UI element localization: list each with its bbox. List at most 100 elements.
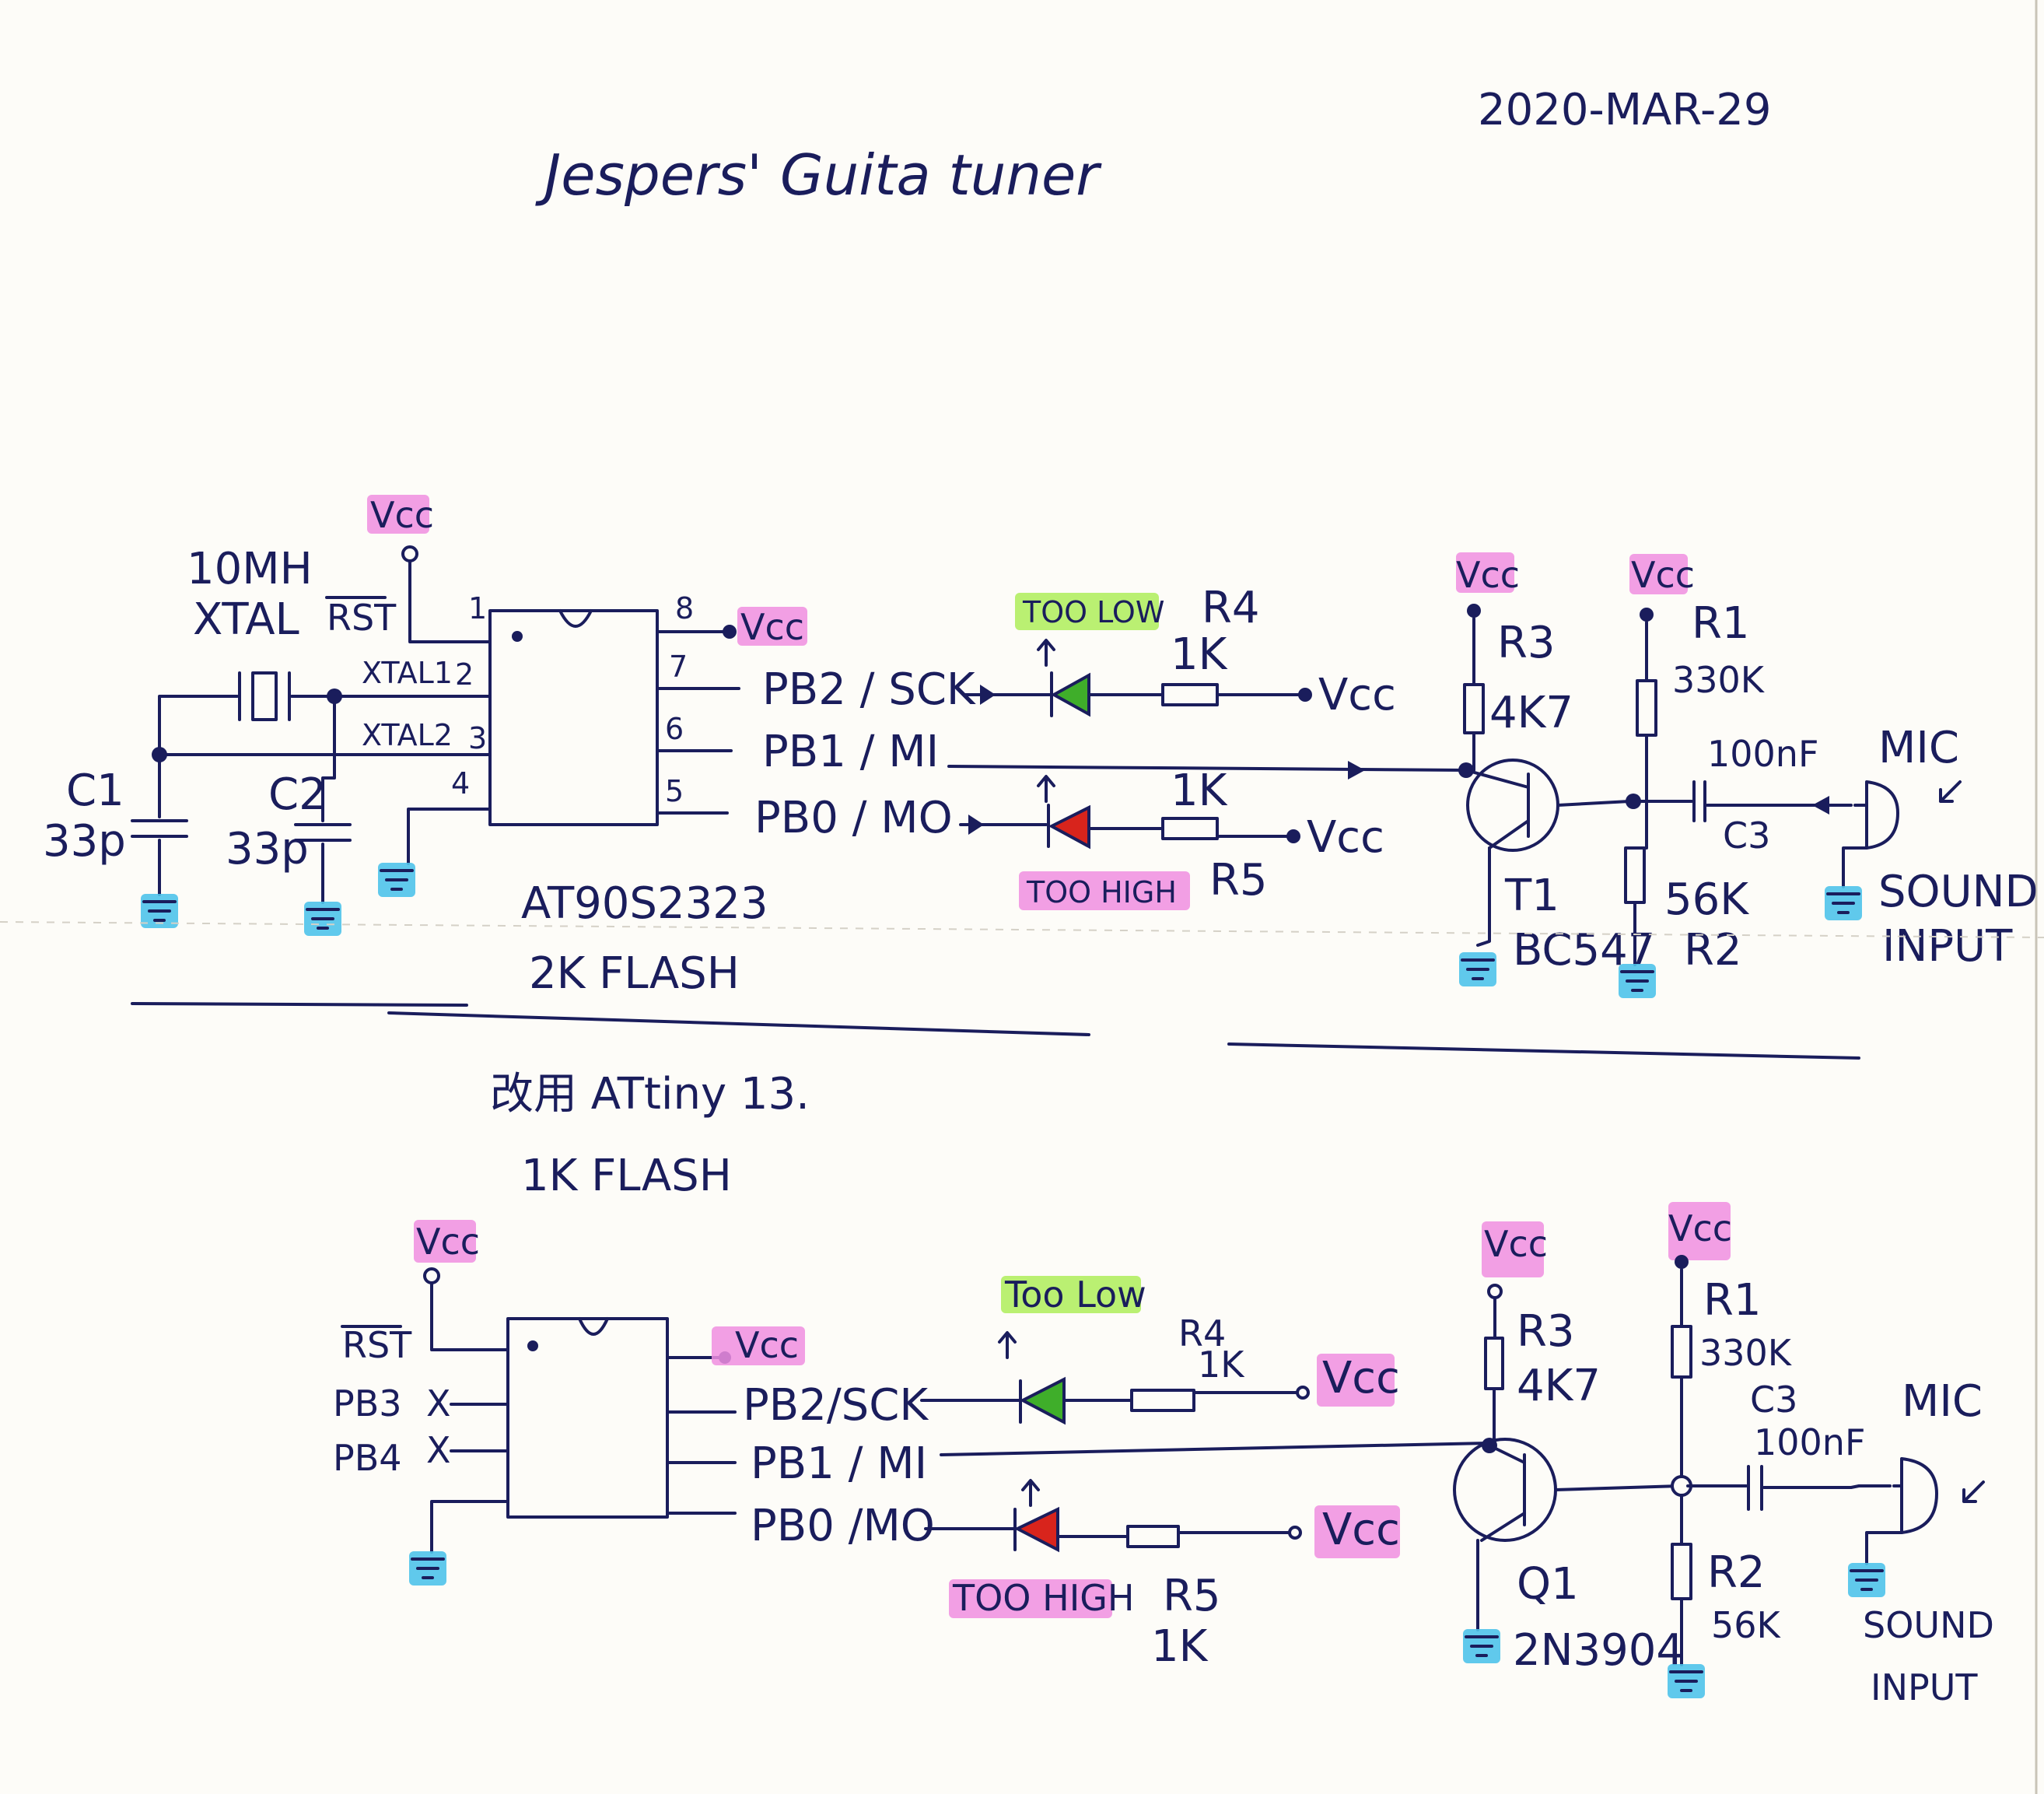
chip-flash: 2K FLASH — [529, 948, 740, 999]
pb2-vcc-label: Vcc — [1318, 670, 1396, 720]
mic-symbol — [1853, 780, 1899, 850]
r3-label-2: R3 — [1517, 1306, 1575, 1357]
pb3-label: PB3 — [333, 1382, 402, 1424]
too-low-label-2: Too Low — [1004, 1274, 1146, 1316]
c3-label: C3 — [1723, 815, 1770, 857]
sound-label: SOUND — [1878, 867, 2039, 917]
r1-vcc-label-2: Vcc — [1668, 1207, 1732, 1249]
r2-resistor — [1624, 846, 1646, 904]
led-too-high-2 — [1013, 1506, 1059, 1553]
r2-resistor-2 — [1671, 1543, 1692, 1600]
pin-7: 7 — [669, 650, 688, 684]
too-high-label: TOO HIGH — [1026, 875, 1177, 909]
pb0-label: PB0 / MO — [754, 793, 953, 843]
r3-value: 4K7 — [1489, 688, 1573, 738]
r4-resistor-2 — [1130, 1389, 1195, 1412]
too-high-label-2: TOO HIGH — [952, 1577, 1135, 1619]
date-label: 2020-MAR-29 — [1478, 85, 1771, 135]
mic-symbol-2 — [1892, 1457, 1938, 1534]
input-label-2: INPUT — [1871, 1666, 1978, 1708]
sound-label-2: SOUND — [1863, 1604, 1994, 1646]
input-label: INPUT — [1882, 921, 2013, 972]
r4-label: R4 — [1202, 583, 1260, 633]
r5-label-2: R5 — [1163, 1571, 1221, 1621]
q1-part: 2N3904 — [1513, 1625, 1684, 1676]
t1-label: T1 — [1504, 871, 1559, 921]
r2-label-2: R2 — [1707, 1547, 1766, 1598]
mic-label: MIC — [1878, 723, 1959, 773]
divider-label: 改用 ATtiny 13. — [490, 1069, 810, 1119]
rst-vcc-label-2: Vcc — [416, 1221, 480, 1263]
r1-label: R1 — [1692, 598, 1750, 649]
r1-vcc-label: Vcc — [1631, 554, 1695, 596]
led-too-low — [1050, 672, 1090, 717]
circuit-at90s2323: AT90S2323 2K FLASH 1 2 3 4 5 6 7 8 Vcc R… — [43, 494, 2039, 1000]
r2-value-2: 56K — [1711, 1604, 1782, 1646]
pb0-label-2: PB0 /MO — [751, 1501, 935, 1551]
c3-value-2: 100nF — [1754, 1421, 1865, 1463]
pin-5: 5 — [665, 774, 684, 808]
r4-resistor — [1161, 683, 1219, 706]
pin-1: 1 — [468, 591, 487, 625]
c1-label: C1 — [66, 766, 124, 816]
c2-label: C2 — [268, 769, 327, 820]
pin-6: 6 — [665, 712, 684, 746]
pb0-vcc-label: Vcc — [1307, 812, 1384, 863]
r5-value: 1K — [1171, 766, 1228, 816]
r1-value: 330K — [1672, 659, 1766, 701]
r5-resistor — [1161, 817, 1219, 840]
circuit-attiny13: Vcc RST PB3 X PB4 X Vcc PB2/SCK Too Low — [333, 1202, 1994, 1708]
chip-attiny13 — [506, 1317, 669, 1519]
q1-label: Q1 — [1517, 1559, 1579, 1610]
r2-label: R2 — [1684, 925, 1742, 976]
pb1-label: PB1 / MI — [762, 727, 939, 777]
pb2-label: PB2 / SCK — [762, 664, 976, 715]
r3-vcc-label-2: Vcc — [1484, 1223, 1548, 1265]
r2-value: 56K — [1664, 874, 1749, 925]
r4-value: 1K — [1171, 629, 1228, 680]
r1-resistor — [1636, 679, 1657, 737]
r4-label-2: R4 — [1178, 1312, 1226, 1354]
r5-label: R5 — [1209, 855, 1268, 906]
pb2-label-2: PB2/SCK — [743, 1380, 929, 1431]
led-too-low-2 — [1019, 1376, 1066, 1425]
xtal2-label: XTAL2 — [362, 718, 453, 752]
r3-value-2: 4K7 — [1517, 1361, 1601, 1411]
r3-resistor-2 — [1484, 1337, 1504, 1390]
chip-at90s2323 — [488, 609, 659, 826]
r1-value-2: 330K — [1699, 1332, 1793, 1374]
rst-label: RST — [327, 597, 397, 639]
r1-label-2: R1 — [1703, 1275, 1762, 1326]
r1-resistor-2 — [1671, 1325, 1692, 1379]
pin-8: 8 — [675, 591, 694, 625]
r3-label: R3 — [1497, 618, 1556, 668]
pb4-label: PB4 — [333, 1437, 402, 1479]
r5-value-2: 1K — [1151, 1621, 1209, 1672]
divider-flash: 1K FLASH — [521, 1151, 732, 1201]
pin-3: 3 — [468, 721, 487, 755]
rst-label-2: RST — [342, 1324, 412, 1366]
c2-value: 33p — [226, 824, 309, 874]
pb4-nc: X — [426, 1429, 451, 1471]
r5-resistor-2 — [1126, 1525, 1180, 1548]
r4-value-2: 1K — [1198, 1344, 1245, 1386]
c3-label-2: C3 — [1750, 1379, 1797, 1421]
pin8-vcc-label-2: Vcc — [735, 1324, 799, 1366]
pin-4: 4 — [451, 766, 470, 801]
mic-label-2: MIC — [1902, 1376, 1983, 1427]
pb2-vcc-label-2: Vcc — [1322, 1353, 1400, 1403]
r3-vcc-label: Vcc — [1456, 554, 1520, 596]
r3-resistor — [1463, 683, 1485, 734]
pb0-vcc-label-2: Vcc — [1322, 1505, 1400, 1555]
pb3-nc: X — [426, 1382, 451, 1424]
xtal1-label: XTAL1 — [362, 656, 453, 690]
chip-name: AT90S2323 — [521, 878, 768, 929]
page-title: Jespers' Guita tuner — [535, 142, 1102, 208]
pin8-vcc-label: Vcc — [740, 606, 804, 648]
rst-vcc-label: Vcc — [370, 494, 434, 536]
c1-value: 33p — [43, 816, 126, 867]
c3-value: 100nF — [1707, 733, 1818, 775]
xtal-freq: 10MH — [187, 544, 313, 594]
too-low-label: TOO LOW — [1022, 595, 1164, 629]
